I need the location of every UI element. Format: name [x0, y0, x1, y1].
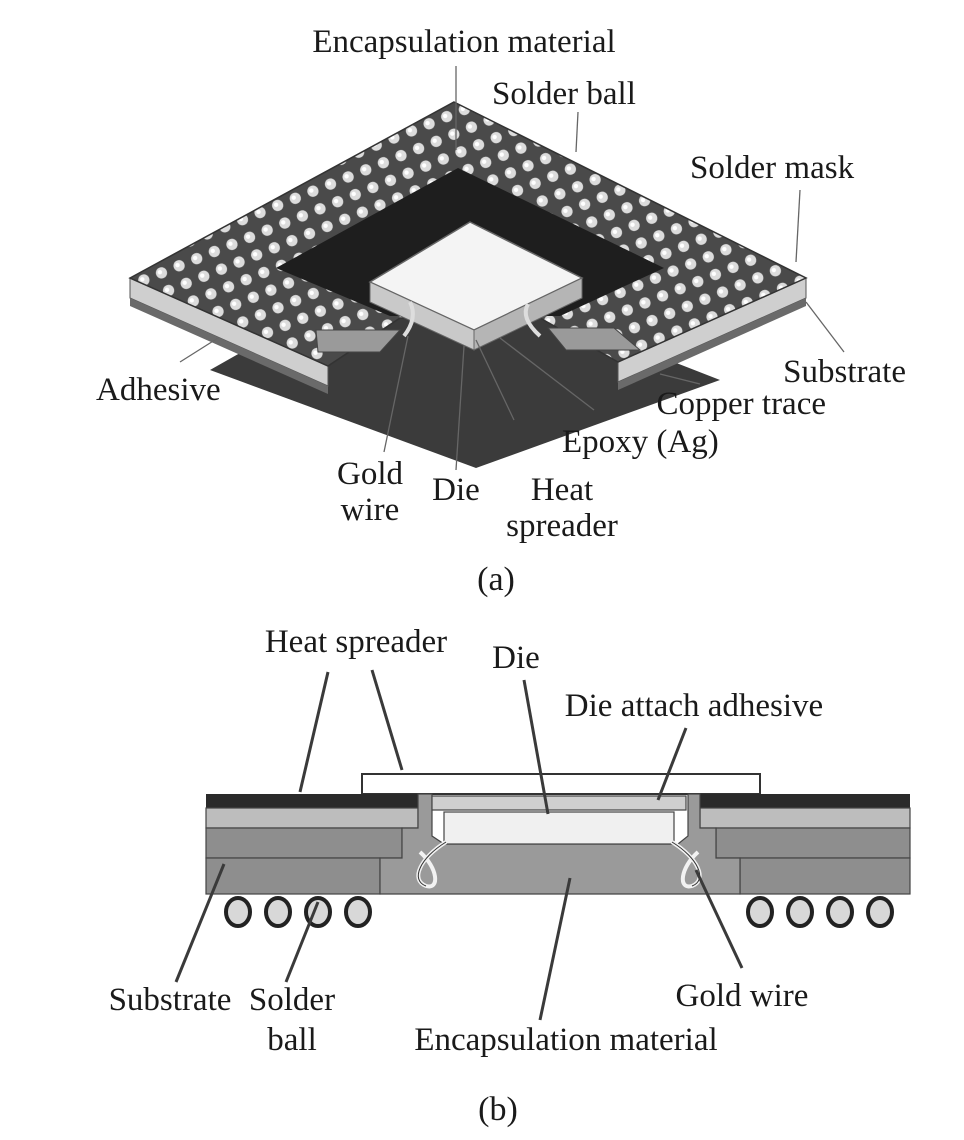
label-encapsulation-material-a: Encapsulation material: [312, 24, 615, 60]
label-die-attach-adhesive-b: Die attach adhesive: [565, 688, 823, 724]
substrate-left-top: [205, 807, 419, 829]
package-cross-section: [205, 773, 911, 928]
label-die-b: Die: [492, 640, 540, 676]
label-die-a: Die: [432, 472, 480, 508]
substrate-right-bottom: [739, 857, 911, 895]
leader-arrows-b: [174, 669, 744, 1021]
copper-trace-left: [315, 329, 402, 353]
gold-wire-left: [402, 301, 415, 338]
substrate-left-bottom: [205, 857, 381, 895]
solder-balls-left: [224, 896, 372, 928]
caption-b: (b): [478, 1091, 518, 1128]
adhesive-side-left: [130, 298, 328, 394]
label-solder-ball-b-line2: ball: [267, 1022, 316, 1058]
caption-a: (a): [477, 561, 515, 598]
die-b: [443, 811, 675, 845]
label-heat-spreader-a-line2: spreader: [506, 508, 618, 544]
die-side-right: [473, 277, 583, 351]
leader-lines-a: [179, 66, 845, 471]
heat-spreader-right: [700, 794, 910, 808]
die-attach-adhesive: [431, 795, 687, 811]
label-solder-ball-b-line1: Solder: [249, 982, 335, 1018]
label-heat-spreader-a-line1: Heat: [531, 472, 593, 508]
label-adhesive-a: Adhesive: [96, 372, 221, 408]
heat-spreader-left: [206, 794, 418, 808]
substrate-left-mid: [205, 827, 403, 859]
copper-trace-right: [546, 327, 642, 351]
label-substrate-b: Substrate: [109, 982, 232, 1018]
adhesive-side-right: [618, 298, 806, 390]
label-epoxy-a: Epoxy (Ag): [562, 424, 719, 460]
gold-wire-right: [523, 303, 542, 338]
label-encapsulation-material-b: Encapsulation material: [414, 1022, 717, 1058]
solder-balls-right: [746, 896, 894, 928]
label-substrate-a: Substrate: [783, 354, 906, 390]
gold-wire-b-left-outline: [417, 841, 447, 887]
gold-wire-b-right-outline: [671, 841, 701, 887]
heat-spreader-top: [361, 773, 761, 795]
label-copper-trace-a: Copper trace: [657, 386, 827, 422]
label-heat-spreader-b: Heat spreader: [265, 624, 447, 660]
label-solder-mask-a: Solder mask: [690, 150, 855, 186]
label-gold-wire-b: Gold wire: [676, 978, 809, 1014]
label-solder-ball-a: Solder ball: [492, 76, 636, 112]
label-gold-wire-a-line1: Gold: [337, 456, 404, 492]
label-gold-wire-a-line2: wire: [341, 492, 400, 528]
substrate-right-mid: [715, 827, 911, 859]
package-3d-view: [128, 101, 808, 468]
substrate-right-top: [699, 807, 911, 829]
